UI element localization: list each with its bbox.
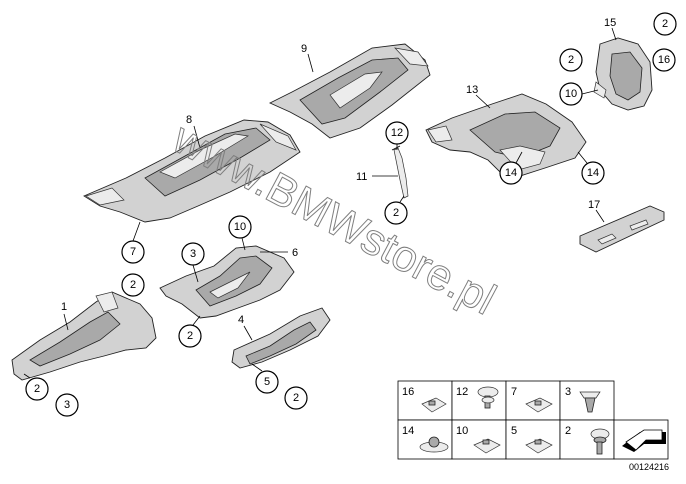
part-label-1: 1 [61, 301, 69, 331]
screw-icon [477, 386, 499, 409]
bracket-part-11 [391, 145, 409, 199]
hex-screw-icon [590, 428, 610, 455]
callout-2-left: 2 [121, 273, 145, 297]
callout-14-right: 14 [577, 151, 605, 185]
legend-number-12: 12 [456, 386, 468, 398]
heat-shield-part-1 [11, 291, 157, 381]
part-label-17: 17 [588, 199, 605, 223]
part-label-15: 15 [604, 17, 617, 41]
part-label-13: 13 [466, 84, 491, 109]
svg-text:8: 8 [186, 114, 192, 126]
svg-text:3: 3 [190, 248, 196, 260]
heat-shield-part-13 [425, 93, 587, 177]
svg-text:10: 10 [565, 88, 577, 100]
legend-number-16: 16 [402, 386, 414, 398]
svg-text:11: 11 [356, 171, 367, 183]
svg-text:1: 1 [61, 301, 67, 313]
legend-number-10: 10 [456, 425, 468, 437]
part-label-6: 6 [260, 247, 298, 259]
callout-2-bracket: 2 [384, 195, 408, 225]
svg-text:4: 4 [238, 314, 244, 326]
plate-part-4 [231, 307, 331, 369]
callout-14-left: 14 [499, 151, 523, 185]
svg-text:2: 2 [34, 383, 40, 395]
callout-2-bottom-mid: 2 [284, 386, 308, 410]
callout-10-upper: 10 [559, 82, 599, 106]
heat-shield-part-15 [593, 37, 653, 111]
svg-text:16: 16 [658, 54, 670, 66]
diagram-code: 00124216 [629, 462, 669, 472]
part-label-8: 8 [186, 114, 201, 149]
callout-3-bottom-left: 3 [55, 393, 79, 417]
svg-text:9: 9 [301, 43, 307, 55]
legend-cell-10 [451, 419, 507, 460]
callout-2-bottom-left: 2 [23, 373, 49, 401]
svg-text:2: 2 [293, 392, 299, 404]
legend-number-2: 2 [565, 425, 571, 437]
part-label-9: 9 [301, 43, 314, 73]
callout-2-mid: 2 [178, 315, 202, 348]
heat-shield-part-9 [268, 43, 431, 139]
legend-cell-14 [397, 419, 453, 460]
svg-text:3: 3 [64, 399, 70, 411]
svg-text:2: 2 [187, 330, 193, 342]
pad-part-17 [579, 205, 665, 253]
callout-2-upper: 2 [559, 48, 583, 72]
svg-text:2: 2 [662, 18, 668, 30]
expanding-nut-icon [579, 391, 601, 413]
clip-nut-icon [525, 438, 553, 454]
part-label-4: 4 [238, 314, 253, 341]
svg-text:14: 14 [505, 167, 517, 179]
callout-3-mid: 3 [181, 242, 205, 283]
callout-7: 7 [121, 221, 145, 264]
svg-text:2: 2 [130, 279, 136, 291]
svg-text:17: 17 [588, 199, 600, 211]
legend-cell-5 [505, 419, 561, 460]
svg-text:2: 2 [393, 207, 399, 219]
svg-text:10: 10 [234, 221, 246, 233]
svg-text:12: 12 [391, 127, 403, 139]
heat-shield-part-6 [159, 245, 295, 319]
direction-arrow-icon [622, 429, 666, 452]
heat-shield-part-8 [83, 119, 301, 223]
part-label-11: 11 [356, 171, 398, 183]
legend-number-14: 14 [402, 425, 414, 437]
legend-number-7: 7 [511, 386, 517, 398]
svg-text:14: 14 [587, 167, 599, 179]
callout-16-right-top: 16 [652, 48, 676, 72]
callout-5: 5 [251, 363, 279, 394]
legend-number-5: 5 [511, 425, 517, 437]
grommet-icon [419, 436, 449, 453]
svg-text:7: 7 [130, 246, 136, 258]
clip-nut-icon [525, 397, 553, 413]
clip-nut-icon [421, 397, 447, 413]
svg-text:15: 15 [604, 17, 616, 29]
clip-nut-icon [473, 438, 501, 454]
svg-text:5: 5 [264, 376, 270, 388]
svg-text:2: 2 [568, 54, 574, 66]
callout-12: 12 [385, 121, 409, 150]
callout-10-mid: 10 [228, 215, 252, 251]
svg-text:6: 6 [292, 247, 298, 259]
legend-number-3: 3 [565, 386, 571, 398]
callout-2-right-top: 2 [653, 12, 677, 36]
fastener-legend: 16 12 7 3 14 10 5 2 [397, 380, 669, 460]
svg-text:13: 13 [466, 84, 478, 96]
